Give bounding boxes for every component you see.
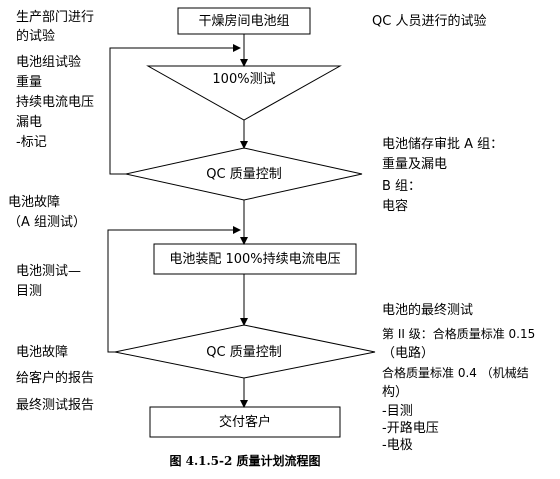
- note-final-2: 第 II 级：合格质量标准 0.15: [382, 327, 536, 341]
- diamond1-label: QC 质量控制: [206, 167, 282, 182]
- note-final-1: 电池的最终测试: [382, 303, 474, 318]
- note-storage-2: 重量及漏电: [382, 157, 448, 172]
- note-final-6: -目测: [382, 404, 413, 419]
- note-battery-test-1: 电池测试—: [16, 264, 82, 279]
- note-storage-3: B 组：: [382, 179, 422, 194]
- note-pack-tests-2: 重量: [16, 75, 43, 90]
- note-final-4: 合格质量标准 0.4 （机械结: [382, 366, 529, 380]
- note-final-3: （电路）: [382, 346, 435, 361]
- note-final-5: 构）: [382, 385, 409, 400]
- box-top-label: 干燥房间电池组: [198, 14, 290, 29]
- note-production-2: 的试验: [16, 29, 56, 44]
- note-report: 给客户的报告: [16, 371, 95, 386]
- triangle-label: 100%测试: [212, 72, 276, 87]
- box-assembly-label: 电池装配 100%持续电流电压: [169, 252, 341, 267]
- note-qc-staff: QC 人员进行的试验: [372, 14, 487, 29]
- note-production-1: 生产部门进行: [16, 10, 95, 25]
- note-pack-tests-3: 持续电流电压: [16, 95, 95, 110]
- diamond2-label: QC 质量控制: [206, 345, 282, 360]
- note-final-8: -电极: [382, 438, 413, 453]
- figure-caption: 图 4.1.5-2 质量计划流程图: [169, 454, 321, 468]
- note-final-7: -开路电压: [382, 421, 439, 436]
- feedback-loop-1: [109, 44, 241, 175]
- note-final-report: 最终测试报告: [16, 398, 95, 413]
- note-pack-tests-5: -标记: [16, 135, 47, 150]
- note-fault-a-1: 电池故障: [8, 195, 61, 210]
- note-fault2: 电池故障: [16, 345, 69, 360]
- box-delivery: [149, 406, 341, 438]
- note-fault-a-2: （A 组测试）: [8, 215, 87, 230]
- note-battery-test-2: 目测: [16, 284, 43, 299]
- note-storage-4: 电容: [382, 199, 409, 214]
- box-top: [177, 7, 311, 35]
- box-assembly: [153, 243, 357, 275]
- box-delivery-label: 交付客户: [218, 415, 271, 430]
- note-pack-tests-1: 电池组试验: [16, 55, 82, 70]
- note-pack-tests-4: 漏电: [16, 115, 43, 130]
- note-storage-1: 电池储存审批 A 组：: [382, 137, 504, 152]
- feedback-loop-2: [107, 226, 241, 353]
